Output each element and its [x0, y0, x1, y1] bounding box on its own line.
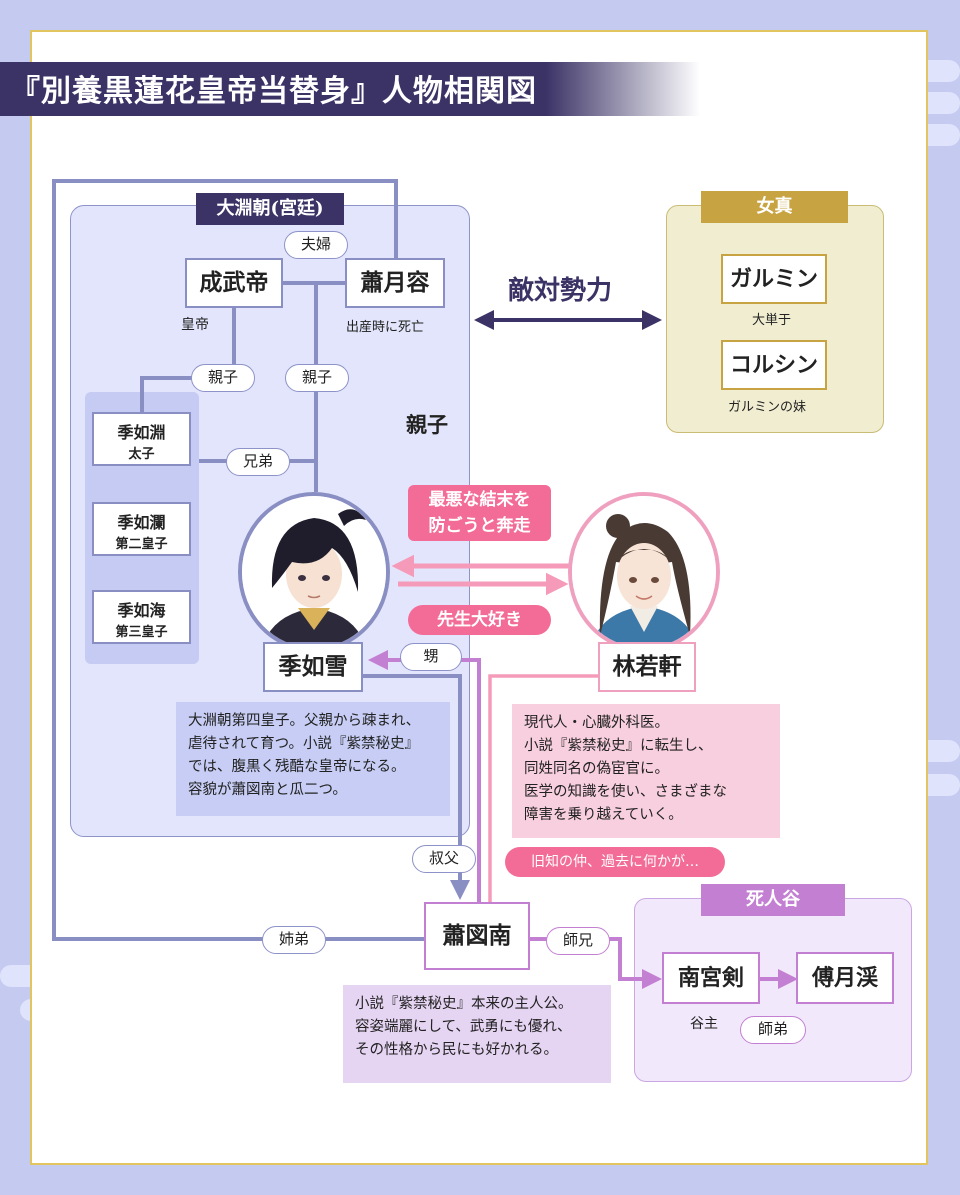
- relation-shitei: 姉弟: [262, 926, 326, 954]
- relation-oyako-right: 親子: [285, 364, 349, 392]
- chengwudi-name: 成武帝: [199, 269, 269, 296]
- xiao-tunan-description: 小説『紫禁秘史』本来の主人公。 容姿端麗にして、武勇にも優れ、 その性格から民に…: [343, 985, 611, 1083]
- relation-oi: 甥: [400, 643, 462, 671]
- page-title: 『別養黒蓮花皇帝当替身』人物相関図: [10, 74, 537, 109]
- ji-ruxue-portrait: [238, 492, 390, 652]
- xiao-tunan-name: 蕭図南: [442, 922, 512, 949]
- fu-yuexi-name: 傅月渓: [811, 965, 878, 991]
- relation-shitei2: 師弟: [740, 1016, 806, 1044]
- ji-rulan-name: 季如瀾: [117, 513, 166, 532]
- relation-oyako-big: 親子: [406, 412, 448, 437]
- kolsin-caption: ガルミンの妹: [728, 400, 807, 415]
- ji-ruyuan-box: 季如淵 太子: [92, 412, 191, 466]
- lin-ruoxuan-box: 林若軒: [598, 642, 696, 692]
- ji-ruxue-illustration: [242, 496, 386, 648]
- relation-shikei: 師兄: [546, 927, 610, 955]
- enemy-label: 敵対勢力: [508, 276, 613, 306]
- ji-ruxue-box: 季如雪: [263, 642, 363, 692]
- title-banner: [0, 62, 700, 116]
- ji-ruxue-description: 大淵朝第四皇子。父親から疎まれ、 虐待されて育つ。小説『紫禁秘史』 では、腹黒く…: [176, 702, 450, 816]
- nangong-jian-name: 南宮剣: [677, 965, 744, 991]
- relation-oyako-left: 親子: [191, 364, 255, 392]
- relation-fufu: 夫婦: [284, 231, 348, 259]
- jurchen-region: [666, 205, 884, 433]
- ji-ruyuan-name: 季如淵: [117, 423, 166, 442]
- lin-ruoxuan-name: 林若軒: [612, 653, 682, 680]
- xiao-yuerong-caption: 出産時に死亡: [346, 320, 425, 335]
- xiao-yuerong-name: 蕭月容: [360, 269, 430, 296]
- ji-ruhai-name: 季如海: [117, 601, 166, 620]
- jurchen-label: 女真: [701, 191, 848, 223]
- palace-label: 大淵朝(宮廷): [196, 193, 344, 225]
- pink-label-past: 旧知の仲、過去に何かが…: [505, 847, 725, 877]
- chengwudi-caption: 皇帝: [181, 317, 209, 333]
- ji-rulan-sub: 第二皇子: [115, 537, 168, 552]
- kolsin-box: コルシン: [721, 340, 827, 390]
- galmin-name: ガルミン: [729, 266, 818, 292]
- chengwudi-box: 成武帝: [185, 258, 283, 308]
- relation-kyoudai: 兄弟: [226, 448, 290, 476]
- nangong-jian-caption: 谷主: [690, 1016, 718, 1032]
- lin-ruoxuan-illustration: [572, 496, 716, 648]
- ji-ruxue-name: 季如雪: [278, 653, 348, 680]
- nangong-jian-box: 南宮剣: [662, 952, 760, 1004]
- relation-oji: 叔父: [412, 845, 476, 873]
- ji-ruhai-box: 季如海 第三皇子: [92, 590, 191, 644]
- kolsin-name: コルシン: [729, 352, 818, 378]
- lin-ruoxuan-portrait: [568, 492, 720, 652]
- galmin-box: ガルミン: [721, 254, 827, 304]
- xiao-tunan-box: 蕭図南: [424, 902, 530, 970]
- valley-label: 死人谷: [701, 884, 845, 916]
- ji-rulan-box: 季如瀾 第二皇子: [92, 502, 191, 556]
- lin-ruoxuan-description: 現代人・心臓外科医。 小説『紫禁秘史』に転生し、 同姓同名の偽宦官に。 医学の知…: [512, 704, 780, 838]
- ji-ruyuan-sub: 太子: [128, 447, 155, 462]
- xiao-yuerong-box: 蕭月容: [345, 258, 445, 308]
- pink-label-bottom: 先生大好き: [408, 605, 551, 635]
- galmin-caption: 大単于: [752, 313, 792, 328]
- pink-label-top: 最悪な結末を 防ごうと奔走: [408, 485, 551, 541]
- fu-yuexi-box: 傅月渓: [796, 952, 894, 1004]
- ji-ruhai-sub: 第三皇子: [115, 625, 168, 640]
